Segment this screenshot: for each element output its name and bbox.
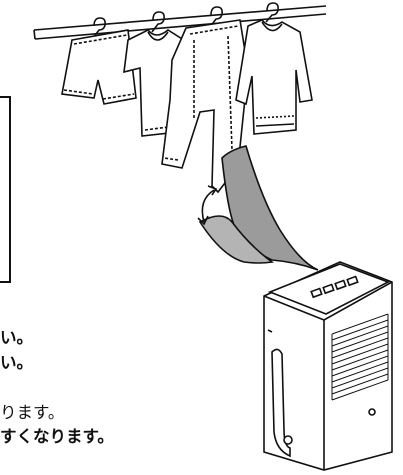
text-line-1: い。 bbox=[0, 328, 33, 348]
text-line-3: ります。 bbox=[0, 403, 64, 423]
dehumidifier-unit bbox=[264, 262, 392, 470]
text-line-4: すくなります。 bbox=[0, 427, 114, 447]
text-line-2: い。 bbox=[0, 353, 33, 373]
left-panel-frame bbox=[0, 97, 10, 282]
sweater-garment bbox=[236, 20, 312, 134]
